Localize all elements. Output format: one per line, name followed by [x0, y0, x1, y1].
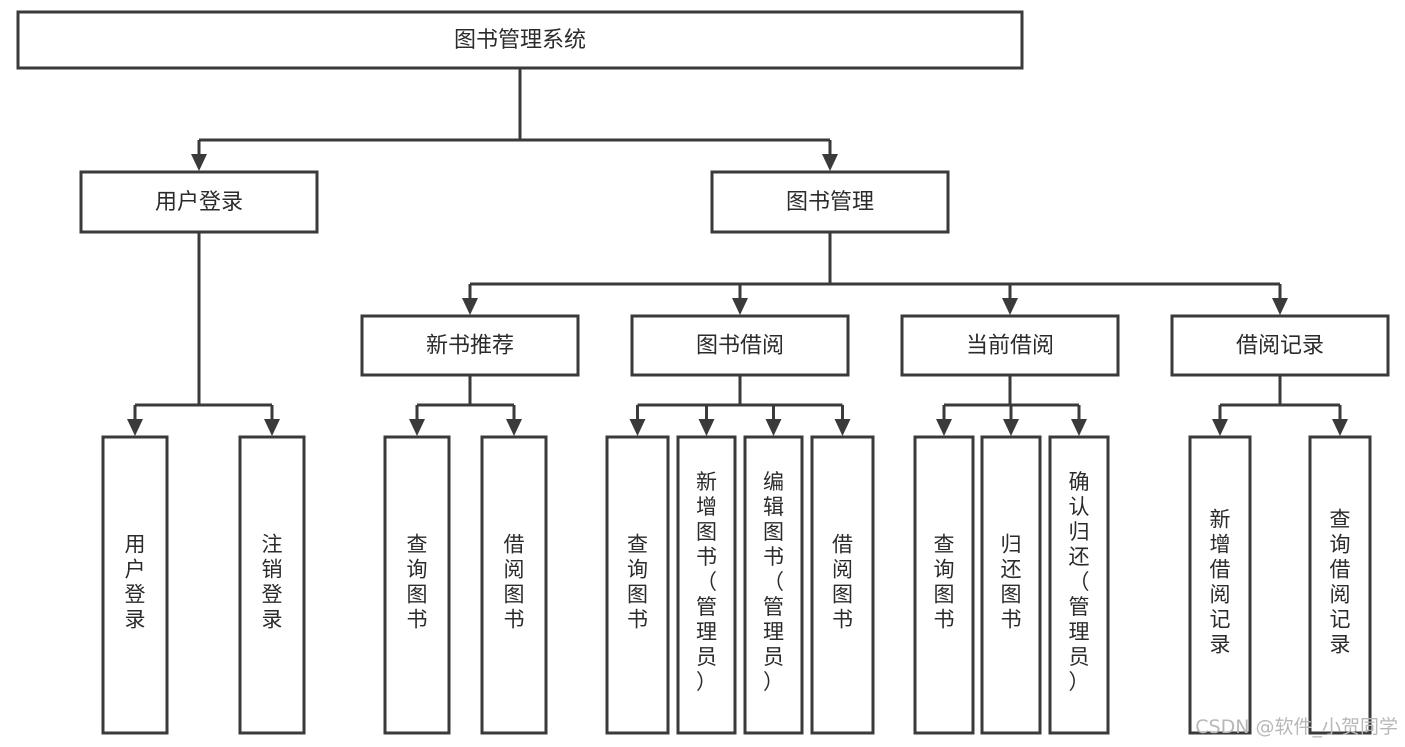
node-leaf-query-book-3[interactable]: 查询图书	[913, 435, 975, 735]
arrow-head-book-manage	[822, 154, 838, 171]
node-root[interactable]: 图书管理系统	[16, 10, 1024, 70]
node-label-leaf-borrow-book-2: 借阅图书	[832, 533, 853, 632]
node-leaf-borrow-book-2[interactable]: 借阅图书	[810, 435, 875, 735]
node-box-leaf-borrow-book-2	[810, 435, 875, 735]
connector-layer	[127, 68, 1348, 436]
node-layer: 图书管理系统用户登录图书管理新书推荐图书借阅当前借阅借阅记录用户登录注销登录查询…	[16, 10, 1390, 735]
connector-group-book-manage	[462, 232, 1288, 315]
arrow-head-leaf-query-book-2	[629, 419, 646, 436]
arrow-head-leaf-confirm-return	[1071, 419, 1087, 436]
node-box-leaf-add-borrow-record	[1188, 435, 1252, 735]
node-label-leaf-add-book: 新增图书（管理员）	[696, 470, 717, 694]
arrow-head-leaf-return-book	[1003, 419, 1019, 436]
connector-group-current-borrow	[936, 375, 1087, 436]
node-box-leaf-return-book	[980, 435, 1042, 735]
node-box-book-borrow	[630, 314, 850, 377]
node-leaf-add-borrow-record[interactable]: 新增借阅记录	[1188, 435, 1252, 735]
node-box-leaf-query-borrow-record	[1308, 435, 1372, 735]
arrow-head-leaf-query-borrow-record	[1332, 419, 1348, 436]
node-box-leaf-query-book-2	[605, 435, 670, 735]
node-label-leaf-query-borrow-record: 查询借阅记录	[1330, 508, 1351, 657]
arrow-head-current-borrow	[1002, 298, 1018, 315]
node-box-leaf-user-logout	[238, 435, 306, 735]
arrow-head-new-book-recommend	[462, 298, 478, 315]
node-leaf-query-book-1[interactable]: 查询图书	[383, 435, 451, 735]
arrow-head-leaf-user-login	[127, 419, 143, 436]
node-label-leaf-query-book-3: 查询图书	[934, 533, 955, 632]
arrow-head-borrow-record	[1272, 298, 1288, 315]
node-leaf-user-login[interactable]: 用户登录	[101, 435, 169, 735]
node-label-leaf-query-book-1: 查询图书	[407, 533, 428, 632]
node-label-book-borrow: 图书借阅	[696, 334, 784, 359]
node-leaf-return-book[interactable]: 归还图书	[980, 435, 1042, 735]
node-leaf-confirm-return[interactable]: 确认归还（管理员）	[1048, 435, 1110, 735]
node-box-leaf-borrow-book-1	[480, 435, 548, 735]
node-label-borrow-record: 借阅记录	[1236, 334, 1324, 359]
connector-group-user-login	[127, 232, 280, 436]
node-label-leaf-add-borrow-record: 新增借阅记录	[1210, 508, 1231, 657]
csdn-watermark: CSDN @软件_小贺同学	[1195, 716, 1398, 738]
node-label-leaf-borrow-book-1: 借阅图书	[504, 533, 525, 632]
arrow-head-user-login	[191, 154, 207, 171]
arrow-head-leaf-query-book-3	[936, 419, 952, 436]
node-label-leaf-user-login: 用户登录	[125, 533, 146, 632]
node-label-leaf-confirm-return: 确认归还（管理员）	[1069, 470, 1090, 694]
node-label-current-borrow: 当前借阅	[966, 334, 1054, 359]
node-box-new-book-recommend	[360, 314, 580, 377]
node-label-leaf-query-book-2: 查询图书	[627, 533, 648, 632]
node-box-book-manage	[710, 170, 950, 234]
node-box-leaf-user-login	[101, 435, 169, 735]
node-leaf-add-book[interactable]: 新增图书（管理员）	[676, 435, 737, 735]
arrow-head-leaf-add-book	[698, 419, 715, 436]
connector-group-book-borrow	[629, 375, 851, 436]
node-label-user-login: 用户登录	[155, 190, 243, 215]
arrow-head-leaf-user-logout	[264, 419, 280, 436]
node-leaf-query-borrow-record[interactable]: 查询借阅记录	[1308, 435, 1372, 735]
arrow-head-leaf-add-borrow-record	[1212, 419, 1228, 436]
node-label-leaf-edit-book: 编辑图书（管理员）	[763, 470, 784, 694]
node-user-login[interactable]: 用户登录	[79, 170, 319, 234]
node-current-borrow[interactable]: 当前借阅	[900, 314, 1120, 377]
connector-group-root	[191, 68, 838, 171]
arrow-head-leaf-edit-book	[765, 419, 782, 436]
node-label-root: 图书管理系统	[454, 28, 586, 53]
node-new-book-recommend[interactable]: 新书推荐	[360, 314, 580, 377]
node-leaf-user-logout[interactable]: 注销登录	[238, 435, 306, 735]
node-label-leaf-return-book: 归还图书	[1001, 533, 1022, 632]
node-book-borrow[interactable]: 图书借阅	[630, 314, 850, 377]
node-label-leaf-user-logout: 注销登录	[262, 533, 283, 632]
node-box-leaf-confirm-return	[1048, 435, 1110, 735]
node-label-new-book-recommend: 新书推荐	[426, 334, 514, 359]
node-leaf-query-book-2[interactable]: 查询图书	[605, 435, 670, 735]
node-borrow-record[interactable]: 借阅记录	[1170, 314, 1390, 377]
node-box-leaf-add-book	[676, 435, 737, 735]
node-leaf-borrow-book-1[interactable]: 借阅图书	[480, 435, 548, 735]
node-box-leaf-query-book-1	[383, 435, 451, 735]
connector-group-new-book-recommend	[409, 375, 522, 436]
node-book-manage[interactable]: 图书管理	[710, 170, 950, 234]
node-box-user-login	[79, 170, 319, 234]
arrow-head-leaf-borrow-book-2	[834, 419, 851, 436]
node-leaf-edit-book[interactable]: 编辑图书（管理员）	[743, 435, 804, 735]
arrow-head-leaf-query-book-1	[409, 419, 425, 436]
node-box-leaf-query-book-3	[913, 435, 975, 735]
arrow-head-leaf-borrow-book-1	[506, 419, 522, 436]
node-box-current-borrow	[900, 314, 1120, 377]
node-box-leaf-edit-book	[743, 435, 804, 735]
connector-group-borrow-record	[1212, 375, 1348, 436]
node-label-book-manage: 图书管理	[786, 190, 874, 215]
node-box-root	[16, 10, 1024, 70]
node-box-borrow-record	[1170, 314, 1390, 377]
arrow-head-book-borrow	[732, 298, 748, 315]
